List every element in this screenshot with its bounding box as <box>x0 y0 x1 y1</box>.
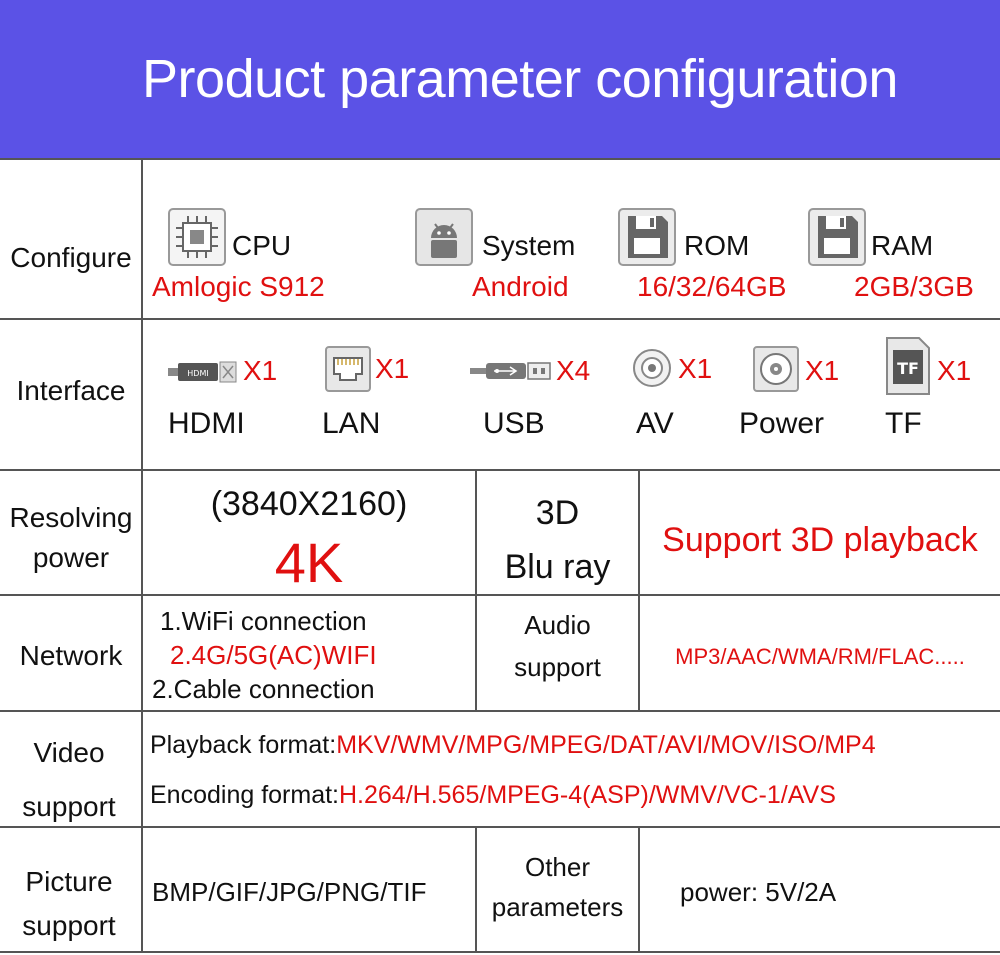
port-lan-count: X1 <box>375 353 410 384</box>
video-encoding-label: Encoding format: <box>150 781 339 809</box>
row-label-video: Video support <box>2 726 136 834</box>
port-tf-count: X1 <box>937 355 972 386</box>
config-system-value: Android <box>472 271 569 302</box>
page-title: Product parameter configuration <box>142 49 898 109</box>
row-label-configure: Configure <box>10 242 132 273</box>
tf-card-icon: TF <box>886 337 930 395</box>
row-label-resolving-line1: Resolving <box>9 502 133 533</box>
video-playback-label: Playback format: <box>150 731 337 759</box>
power-spec: power: 5V/2A <box>680 877 837 907</box>
config-cpu-value: Amlogic S912 <box>152 271 325 302</box>
config-ram-name: RAM <box>871 230 934 261</box>
av-jack-icon <box>633 349 671 387</box>
mode-blu-ray: Blu ray <box>504 548 611 586</box>
floppy-disk-icon <box>808 208 866 266</box>
port-av-count: X1 <box>678 353 713 384</box>
row-label-picture-line2: support <box>22 910 116 941</box>
port-av-name: AV <box>636 407 674 440</box>
config-system-name: System <box>482 230 576 261</box>
network-wifi-value: 2.4G/5G(AC)WIFI <box>170 640 377 670</box>
row-label-interface: Interface <box>16 375 126 406</box>
divider <box>638 469 640 710</box>
config-rom-value: 16/32/64GB <box>637 271 787 302</box>
row-label-picture: Picture support <box>2 860 136 948</box>
svg-text:TF: TF <box>897 359 919 378</box>
divider <box>0 318 1000 320</box>
config-rom-name: ROM <box>684 230 750 261</box>
video-encoding: Encoding format:H.264/H.565/MPEG-4(ASP)/… <box>150 781 836 810</box>
header-banner: Product parameter configuration <box>0 0 1000 158</box>
video-encoding-value: H.264/H.565/MPEG-4(ASP)/WMV/VC-1/AVS <box>339 781 836 809</box>
row-label-network: Network <box>19 640 123 671</box>
picture-formats: BMP/GIF/JPG/PNG/TIF <box>152 877 427 907</box>
row-label-video-line1: Video <box>33 737 105 768</box>
video-playback-value: MKV/WMV/MPG/MPEG/DAT/AVI/MOV/ISO/MP4 <box>336 731 876 759</box>
audio-support-line2: support <box>514 652 601 682</box>
config-ram-value: 2GB/3GB <box>854 271 974 302</box>
port-power-name: Power <box>739 407 825 440</box>
support-3d-playback: Support 3D playback <box>662 521 978 559</box>
divider <box>141 158 143 953</box>
port-usb-name: USB <box>483 407 545 440</box>
divider <box>0 469 1000 471</box>
audio-support-line1: Audio <box>524 610 591 640</box>
divider <box>0 594 1000 596</box>
audio-formats: MP3/AAC/WMA/RM/FLAC..... <box>675 644 965 669</box>
resolution-quality: 4K <box>274 531 344 594</box>
port-hdmi-name: HDMI <box>168 407 245 440</box>
video-playback: Playback format:MKV/WMV/MPG/MPEG/DAT/AVI… <box>150 731 876 760</box>
port-tf-name: TF <box>885 407 922 440</box>
divider <box>0 710 1000 712</box>
port-lan-name: LAN <box>322 407 381 440</box>
config-cpu-name: CPU <box>232 230 292 261</box>
floppy-disk-icon <box>618 208 676 266</box>
port-power-count: X1 <box>805 355 840 386</box>
other-parameters-line2: parameters <box>491 892 624 922</box>
row-label-resolving: Resolving power <box>2 498 140 578</box>
row-label-video-line2: support <box>22 791 116 822</box>
port-hdmi-count: X1 <box>243 355 278 386</box>
divider <box>475 826 477 953</box>
lan-port-icon <box>325 346 371 392</box>
divider <box>0 951 1000 953</box>
usb-port-icon <box>470 362 551 380</box>
divider <box>0 826 1000 828</box>
hdmi-port-icon: HDMI <box>168 361 237 383</box>
other-parameters-line1: Other <box>524 852 591 882</box>
svg-text:HDMI: HDMI <box>187 369 208 378</box>
cpu-chip-icon <box>168 208 226 266</box>
row-label-picture-line1: Picture <box>25 866 113 897</box>
power-jack-icon <box>753 346 799 392</box>
resolution-value: (3840X2160) <box>210 485 408 523</box>
row-label-resolving-line2: power <box>32 542 110 573</box>
divider <box>475 469 477 710</box>
network-wifi-title: 1.WiFi connection <box>160 606 367 636</box>
android-icon <box>415 208 473 266</box>
divider <box>0 158 1000 160</box>
divider <box>638 826 640 953</box>
network-cable: 2.Cable connection <box>152 674 375 704</box>
mode-3d: 3D <box>535 494 580 532</box>
port-usb-count: X4 <box>556 355 591 386</box>
